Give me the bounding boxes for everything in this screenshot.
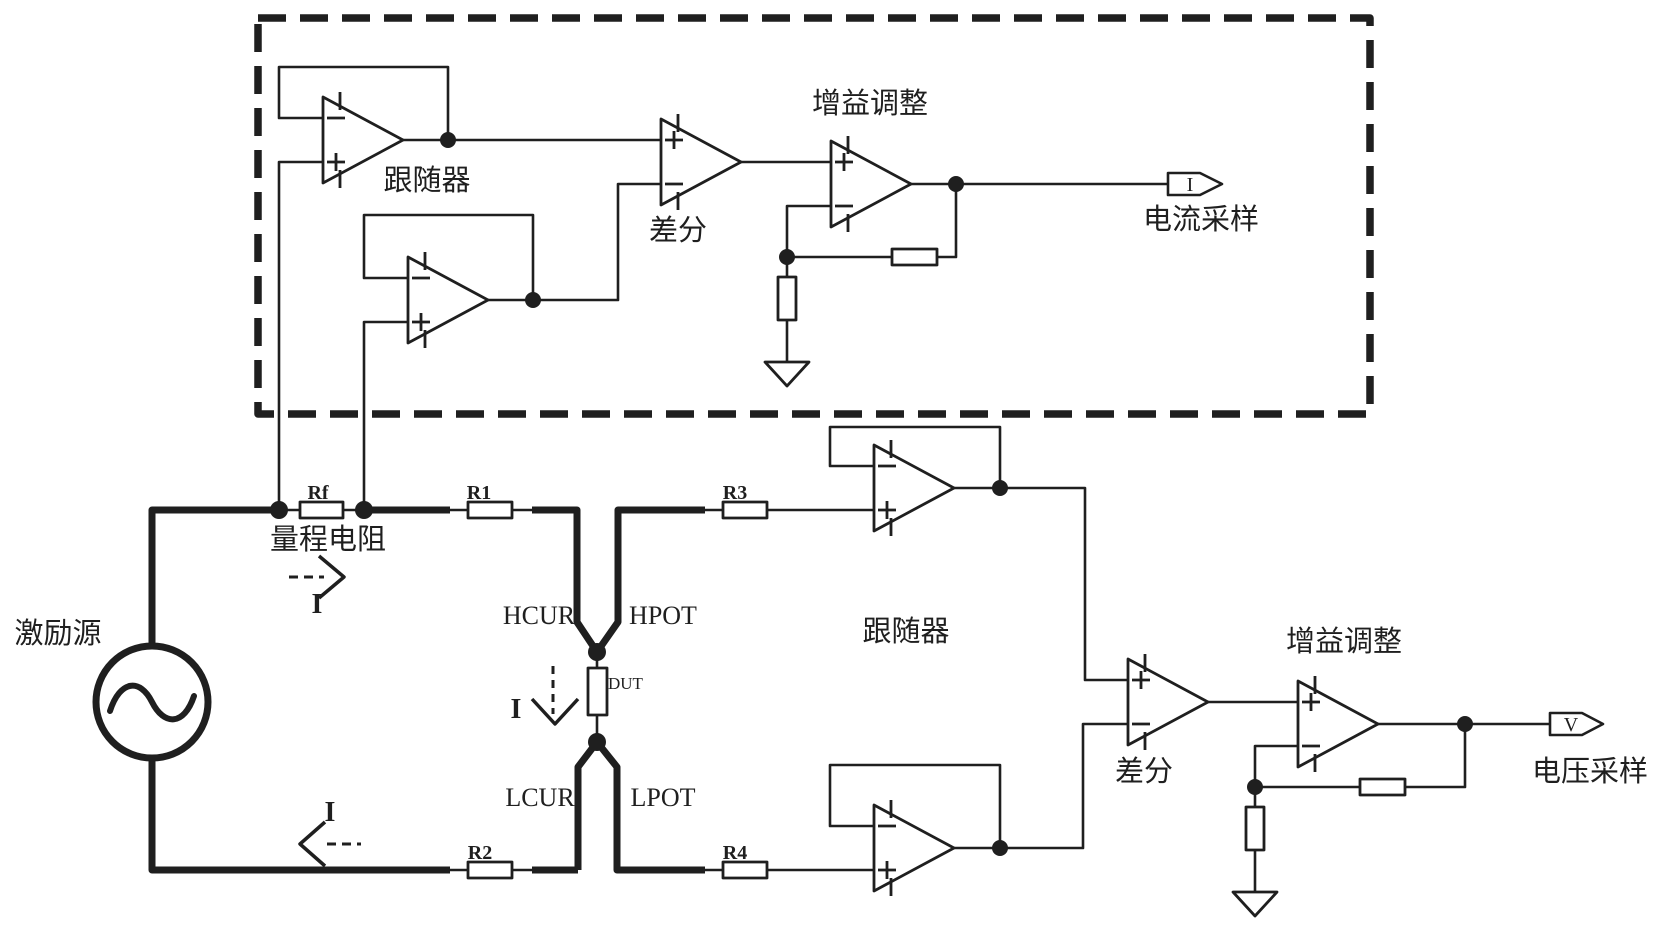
current-sampling-block-border bbox=[254, 14, 1374, 418]
label-current-i-bottom: I bbox=[325, 797, 336, 828]
label-diff-bottom: 差分 bbox=[1115, 755, 1173, 788]
resistor-r1 bbox=[466, 500, 514, 520]
wire-follower2-sense bbox=[362, 320, 407, 510]
wire-hcur bbox=[532, 506, 600, 654]
current-arrow-bottom bbox=[298, 820, 361, 868]
label-r3: R3 bbox=[723, 482, 747, 504]
label-lcur: LCUR bbox=[505, 783, 575, 812]
resistor-gain-top-ground bbox=[776, 275, 798, 322]
opamp-follower-2 bbox=[406, 250, 490, 350]
wire-follower1-feedback bbox=[277, 65, 450, 140]
wire-follower2-feedback bbox=[362, 213, 535, 300]
label-gain-top: 增益调整 bbox=[812, 87, 928, 120]
opamp-gain-top bbox=[829, 134, 913, 234]
label-range-resistor: 量程电阻 bbox=[270, 523, 386, 556]
opamp-diff-top bbox=[659, 112, 743, 212]
circuit-graphics bbox=[92, 14, 1605, 918]
current-arrow-dut bbox=[530, 666, 580, 726]
ground-icon-bottom bbox=[1231, 890, 1279, 918]
label-flag-voltage: V bbox=[1564, 714, 1579, 736]
junction-dots bbox=[270, 132, 1473, 856]
wire-follower-up-feedback bbox=[828, 425, 1002, 488]
current-arrow-top bbox=[289, 554, 346, 600]
wire-follower-up-output bbox=[951, 486, 1127, 682]
label-r4: R4 bbox=[723, 842, 747, 864]
current-output-flag bbox=[1166, 171, 1224, 197]
label-hpot: HPOT bbox=[629, 601, 697, 630]
voltage-output-flag bbox=[1548, 711, 1605, 737]
label-flag-current: I bbox=[1187, 174, 1194, 196]
wire-gain-top-inverting bbox=[785, 204, 830, 257]
wire-gain-bottom-inverting bbox=[1253, 744, 1297, 787]
label-current-sampling: 电流采样 bbox=[1143, 203, 1259, 236]
label-diff-top: 差分 bbox=[649, 214, 707, 247]
wire-follower1-sense bbox=[277, 160, 322, 510]
resistor-gain-bottom-feedback bbox=[1358, 777, 1407, 797]
wire-gain-top-feedback bbox=[787, 184, 958, 259]
wire-gain-bottom-feedback bbox=[1255, 724, 1467, 789]
opamp-follower-up bbox=[872, 438, 956, 538]
label-r2: R2 bbox=[468, 842, 492, 864]
wire-hpot bbox=[594, 506, 705, 655]
resistor-r2 bbox=[466, 860, 514, 880]
label-gain-bottom: 增益调整 bbox=[1286, 625, 1402, 658]
label-voltage-sampling: 电压采样 bbox=[1532, 755, 1648, 788]
resistor-rf bbox=[298, 500, 345, 520]
label-lpot: LPOT bbox=[631, 783, 696, 812]
opamp-gain-bottom bbox=[1296, 674, 1380, 774]
label-rf: Rf bbox=[307, 482, 328, 504]
label-dut: DUT bbox=[608, 674, 644, 693]
label-current-i-top: I bbox=[312, 589, 323, 620]
wire-lcur bbox=[574, 739, 600, 870]
main-current-path bbox=[148, 506, 705, 874]
wire-source-top bbox=[148, 506, 279, 648]
labels: 激励源 量程电阻 跟随器 差分 增益调整 电流采样 跟随器 差分 增益调整 电压… bbox=[14, 87, 1648, 864]
wire-follower2-output bbox=[486, 182, 660, 302]
label-follower-top: 跟随器 bbox=[383, 164, 470, 197]
label-r1: R1 bbox=[467, 482, 491, 504]
opamp-follower-low bbox=[872, 798, 956, 898]
label-excitation-source: 激励源 bbox=[14, 617, 101, 650]
wire-source-bottom bbox=[148, 760, 450, 874]
wire-follower-low-feedback bbox=[828, 763, 1002, 848]
resistor-r4 bbox=[721, 860, 769, 880]
label-hcur: HCUR bbox=[503, 601, 576, 630]
resistor-r3 bbox=[721, 500, 769, 520]
sine-icon bbox=[107, 682, 197, 723]
label-follower-bottom: 跟随器 bbox=[862, 615, 949, 648]
wire-lpot bbox=[594, 739, 705, 874]
resistor-dut bbox=[586, 666, 609, 717]
opamp-diff-bottom bbox=[1126, 652, 1210, 752]
resistor-gain-bottom-ground bbox=[1244, 805, 1266, 852]
wire-follower-low-output bbox=[951, 722, 1127, 850]
resistor-gain-top-feedback bbox=[890, 247, 939, 267]
resistors bbox=[298, 247, 1407, 880]
label-current-i-dut: I bbox=[511, 694, 522, 725]
ground-icon-top bbox=[763, 360, 811, 388]
